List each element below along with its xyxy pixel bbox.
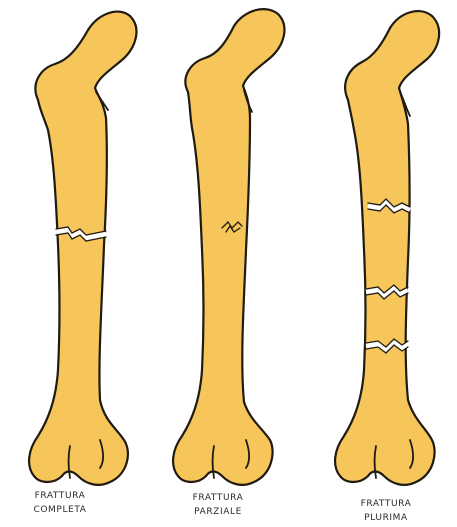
femur-outline (29, 12, 136, 485)
femur-partial-fracture (173, 9, 284, 485)
femur-outline (173, 9, 284, 485)
label-complete-line2: COMPLETA (33, 505, 86, 515)
label-complete-line1: FRATTURA (35, 491, 86, 501)
label-complete-fracture: FRATTURA COMPLETA (33, 491, 86, 515)
label-multiple-line2: PLURIMA (364, 513, 408, 523)
label-multiple-fracture: FRATTURA PLURIMA (361, 499, 412, 523)
label-partial-line2: PARZIALE (194, 507, 242, 517)
label-partial-fracture: FRATTURA PARZIALE (193, 493, 244, 517)
label-multiple-line1: FRATTURA (361, 499, 412, 509)
femur-complete-fracture (29, 12, 136, 485)
femur-outline (335, 11, 439, 485)
label-partial-line1: FRATTURA (193, 493, 244, 503)
femur-multiple-fracture (335, 11, 439, 485)
